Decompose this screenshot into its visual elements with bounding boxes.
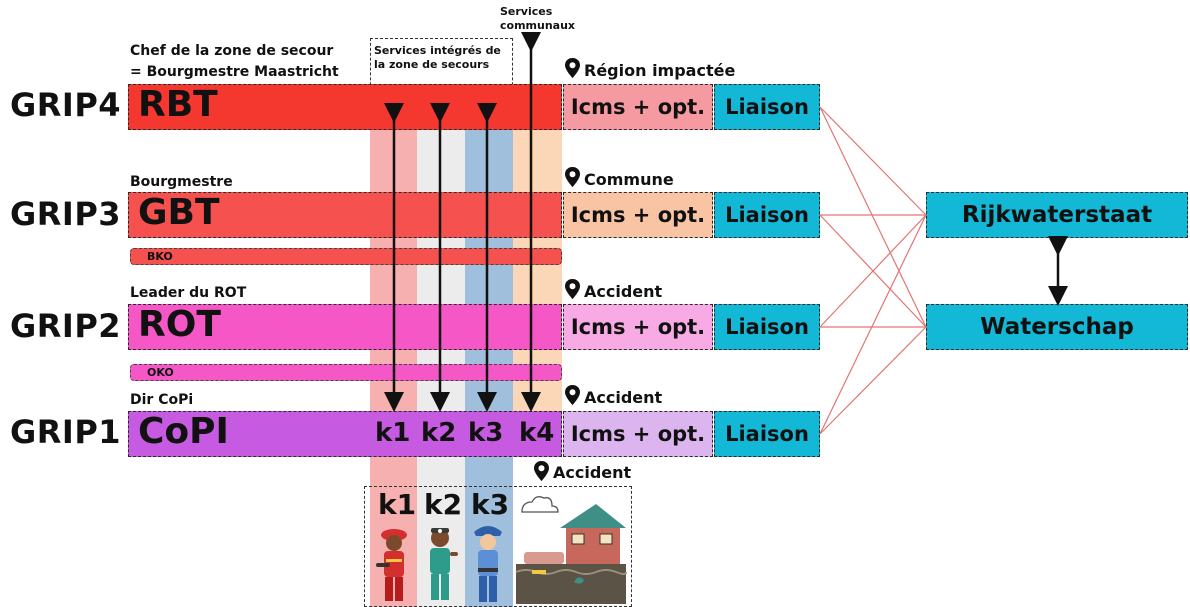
bottom-location: Accident <box>553 463 632 482</box>
role-rot: Leader du ROT <box>130 285 247 301</box>
location-grip1: Accident <box>584 388 663 407</box>
k4-label: k4 <box>519 418 555 448</box>
bar-copi <box>128 411 562 457</box>
firefighter-icon <box>376 529 407 601</box>
medic-icon <box>430 528 458 600</box>
flooded-house-icon <box>515 496 627 604</box>
services-communaux-label: Services communaux <box>500 5 576 32</box>
services-integres-label: Services intégrés de la zone de secours <box>374 44 501 71</box>
vertical-arrows <box>384 32 1068 412</box>
icms-grip4: Icms + opt. <box>563 84 713 130</box>
bottom-k1: k1 <box>378 488 417 521</box>
rijkwaterstaat-box: Rijkwaterstaat <box>926 192 1188 238</box>
role-gbt: Bourgmestre <box>130 174 233 190</box>
map-pin-icon <box>565 279 580 299</box>
k3-label: k3 <box>468 418 504 448</box>
role-copi: Dir CoPi <box>130 392 194 408</box>
liaison-connectors <box>819 106 927 435</box>
map-pin-icon <box>565 167 580 187</box>
grip4-label: GRIP4 <box>10 86 122 124</box>
k1-label: k1 <box>375 418 411 448</box>
map-pin-icon <box>565 58 580 78</box>
location-grip3: Commune <box>584 170 674 189</box>
location-grip4: Région impactée <box>584 61 736 80</box>
liaison-grip1: Liaison <box>714 411 820 457</box>
team-rot: ROT <box>138 304 221 345</box>
chef-line-2: = Bourgmestre Maastricht <box>130 64 339 80</box>
icms-grip3: Icms + opt. <box>563 192 713 238</box>
map-pin-icon <box>565 385 580 405</box>
liaison-grip2: Liaison <box>714 304 820 350</box>
k2-label: k2 <box>421 418 457 448</box>
grip2-label: GRIP2 <box>10 307 122 345</box>
bottom-k2: k2 <box>424 488 463 521</box>
bar-bko <box>130 248 562 265</box>
team-gbt: GBT <box>138 192 220 233</box>
bar-oko <box>130 364 562 381</box>
team-copi: CoPI <box>138 411 229 452</box>
chef-line-1: Chef de la zone de secour <box>130 43 334 59</box>
grip1-label: GRIP1 <box>10 413 122 451</box>
grip3-label: GRIP3 <box>10 195 122 233</box>
oko-label: OKO <box>147 366 174 379</box>
team-rbt: RBT <box>138 84 218 125</box>
police-icon <box>474 526 502 602</box>
icms-grip2: Icms + opt. <box>563 304 713 350</box>
location-grip2: Accident <box>584 282 663 301</box>
liaison-grip3: Liaison <box>714 192 820 238</box>
map-pin-icon <box>534 461 549 481</box>
icms-grip1: Icms + opt. <box>563 411 713 457</box>
bottom-k3: k3 <box>471 488 510 521</box>
liaison-grip4: Liaison <box>714 84 820 130</box>
bko-label: BKO <box>147 250 173 263</box>
waterschap-box: Waterschap <box>926 304 1188 350</box>
